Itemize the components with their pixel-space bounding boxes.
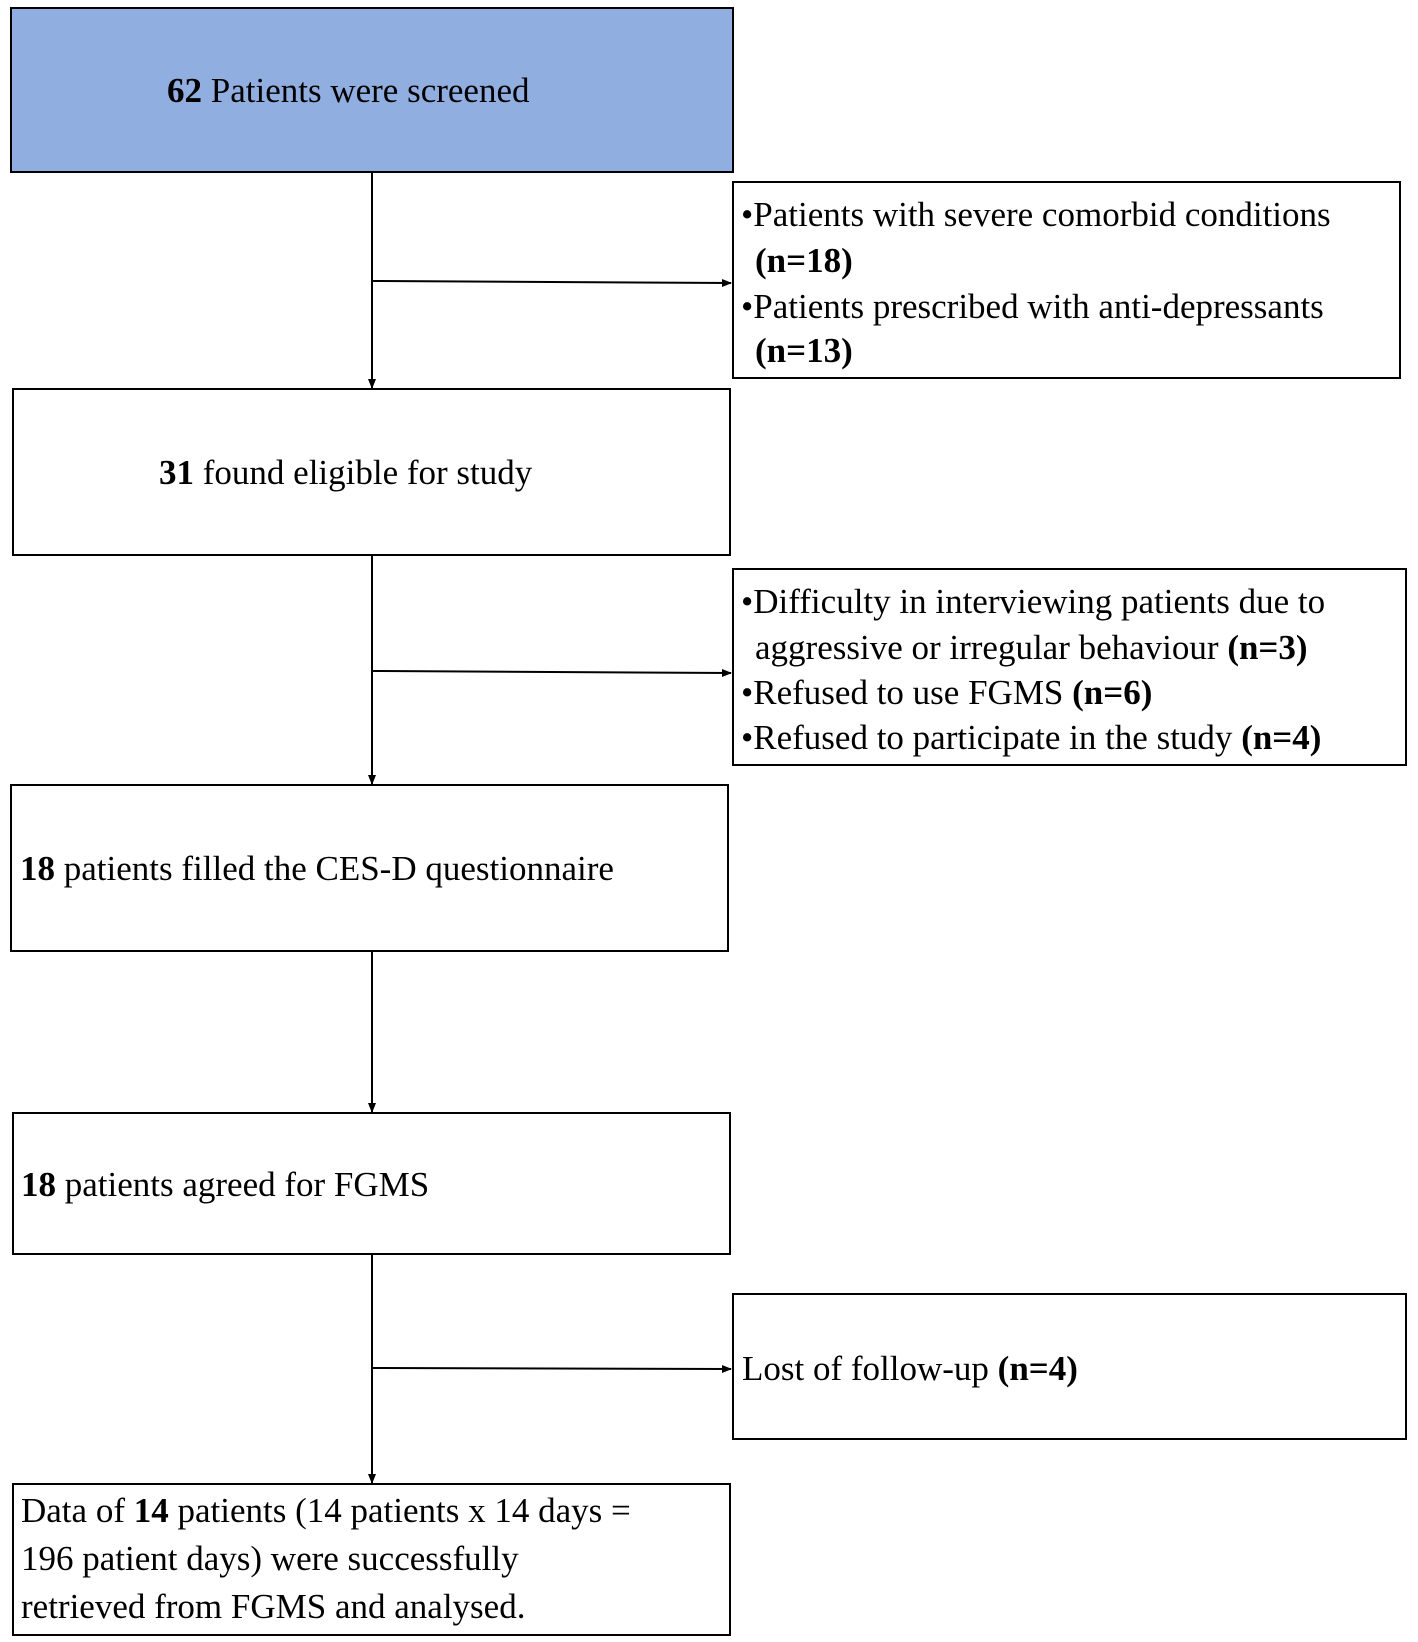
step-eligible-box xyxy=(12,388,731,556)
step-eligible-count: 31 xyxy=(159,453,194,492)
step-final-box xyxy=(12,1483,731,1636)
step-fgms-box xyxy=(12,1112,731,1255)
step-screened-count: 62 xyxy=(167,71,202,110)
step-cesd-box xyxy=(10,784,729,952)
arrow-to-exclusion-3 xyxy=(371,1364,732,1373)
step-screened-box xyxy=(10,7,734,173)
exclusion-2-item-1-line-2: aggressive or irregular behaviour (n=3) xyxy=(755,628,1308,667)
exclusion-box-1 xyxy=(732,181,1401,379)
step-final-line-3: retrieved from FGMS and analysed. xyxy=(21,1587,526,1626)
exclusion-1-item-2-n: (n=13) xyxy=(755,331,853,370)
step-eligible-text: 31 found eligible for study xyxy=(159,450,532,496)
exclusion-box-3 xyxy=(732,1293,1407,1440)
arrow-to-exclusion-2 xyxy=(371,668,732,677)
exclusion-2-item-1-line-1: •Difficulty in interviewing patients due… xyxy=(741,582,1326,621)
exclusion-1-item-1: •Patients with severe comorbid condition… xyxy=(741,195,1331,234)
exclusion-box-2 xyxy=(732,568,1407,766)
exclusion-2-item-2: •Refused to use FGMS (n=6) xyxy=(741,673,1153,712)
exclusion-3-text: Lost of follow-up (n=4) xyxy=(742,1349,1078,1388)
step-fgms-count: 18 xyxy=(21,1165,56,1204)
exclusion-1-item-1-n: (n=18) xyxy=(755,241,853,280)
exclusion-1-item-2: •Patients prescribed with anti-depressan… xyxy=(741,287,1324,326)
step-screened-text: 62 Patients were screened xyxy=(167,68,530,114)
step-final-line-2: 196 patient days) were successfully xyxy=(21,1539,519,1578)
step-fgms-text: 18 patients agreed for FGMS xyxy=(21,1162,429,1208)
step-cesd-text: 18 patients filled the CES-D questionnai… xyxy=(20,846,614,892)
step-final-count: 14 xyxy=(133,1491,169,1530)
step-eligible-label: found eligible for study xyxy=(194,453,533,492)
step-fgms-label: patients agreed for FGMS xyxy=(56,1165,430,1204)
arrow-to-exclusion-1 xyxy=(371,278,732,287)
exclusion-2-item-3: •Refused to participate in the study (n=… xyxy=(741,718,1322,757)
step-screened-label: Patients were screened xyxy=(202,71,530,110)
step-final-line-1: Data of 14 patients (14 patients x 14 da… xyxy=(21,1491,631,1530)
step-cesd-count: 18 xyxy=(20,849,55,888)
step-cesd-label: patients filled the CES-D questionnaire xyxy=(55,849,614,888)
